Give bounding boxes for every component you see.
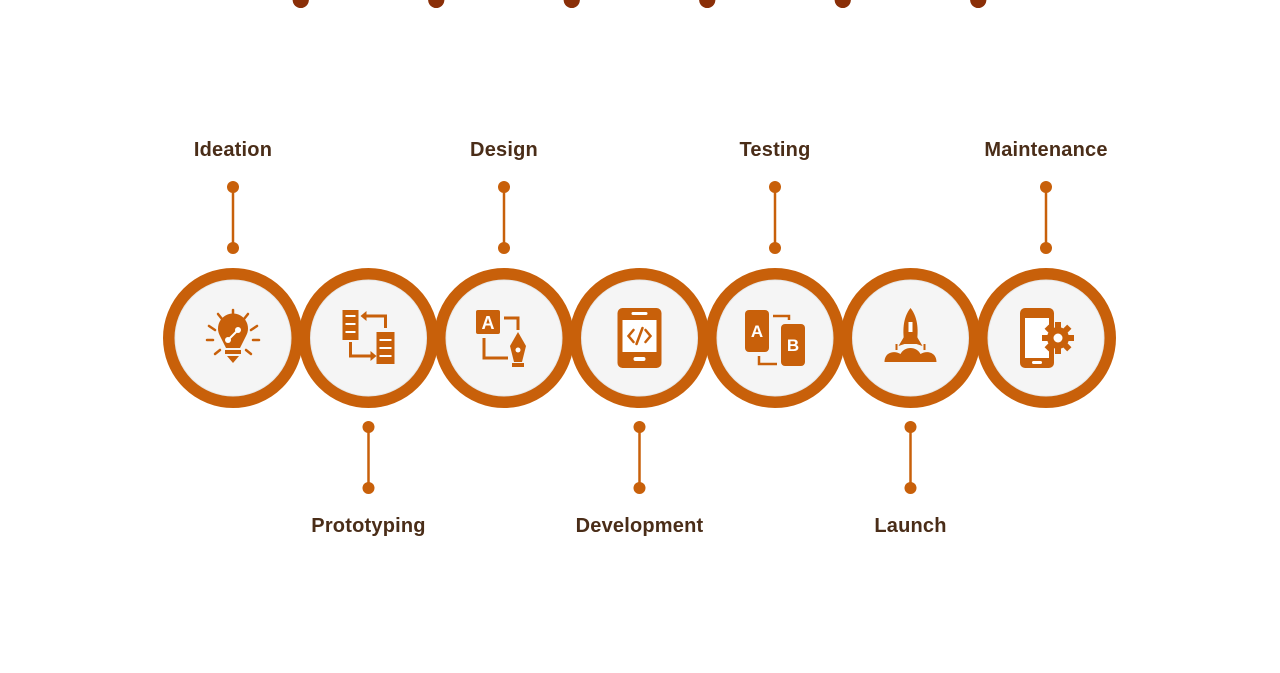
connector-dot: [633, 421, 646, 433]
connector-dot: [362, 421, 375, 433]
connector-dot: [769, 181, 781, 193]
chain-joint: [834, 0, 851, 8]
step-label-development: Development: [575, 515, 704, 537]
step-label-design: Design: [470, 139, 538, 161]
connector-dot: [227, 242, 239, 254]
flow-arrows-icon: [342, 310, 395, 364]
letter-pen-icon: A: [476, 310, 526, 367]
rocket-icon: [884, 308, 937, 362]
icon-disc: [445, 279, 563, 397]
chain-ring: [163, 268, 303, 408]
connector-dot: [904, 482, 917, 494]
svg-text:A: A: [751, 322, 763, 341]
connector-dot: [1040, 242, 1052, 254]
lightbulb-icon: [205, 308, 261, 363]
ab-test-icon: AB: [745, 310, 805, 366]
chain-joint: [970, 0, 987, 8]
connector-dot: [769, 242, 781, 254]
step-label-maintenance: Maintenance: [984, 139, 1108, 161]
chain-joint: [699, 0, 716, 8]
chain-ring: [976, 268, 1116, 408]
connector-dot: [904, 421, 917, 433]
connector-dot: [1040, 181, 1052, 193]
step-label-launch: Launch: [874, 515, 947, 537]
connector-dot: [633, 482, 646, 494]
connector-layer: [227, 181, 1052, 494]
mobile-code-icon: [617, 308, 662, 368]
icon-disc: [716, 279, 834, 397]
chain-ring: [840, 268, 981, 408]
chain-joint: [292, 0, 309, 8]
chain-joint: [428, 0, 445, 8]
chain-ring-layer: [163, 0, 1116, 408]
svg-text:A: A: [482, 313, 495, 333]
connector-dot: [498, 181, 510, 193]
mobile-gear-icon: [1020, 308, 1074, 368]
chain-ring: [705, 268, 845, 408]
svg-text:B: B: [787, 336, 799, 355]
chain-joint: [563, 0, 580, 8]
step-label-ideation: Ideation: [193, 139, 273, 161]
connector-dot: [362, 482, 375, 494]
icon-disc: [310, 279, 427, 397]
chain-ring: [434, 268, 574, 408]
connector-dot: [227, 181, 239, 193]
connector-dot: [498, 242, 510, 254]
step-label-prototyping: Prototyping: [311, 515, 426, 537]
chain-ring: [569, 268, 710, 408]
step-label-testing: Testing: [739, 139, 811, 161]
chain-ring: [298, 268, 439, 408]
